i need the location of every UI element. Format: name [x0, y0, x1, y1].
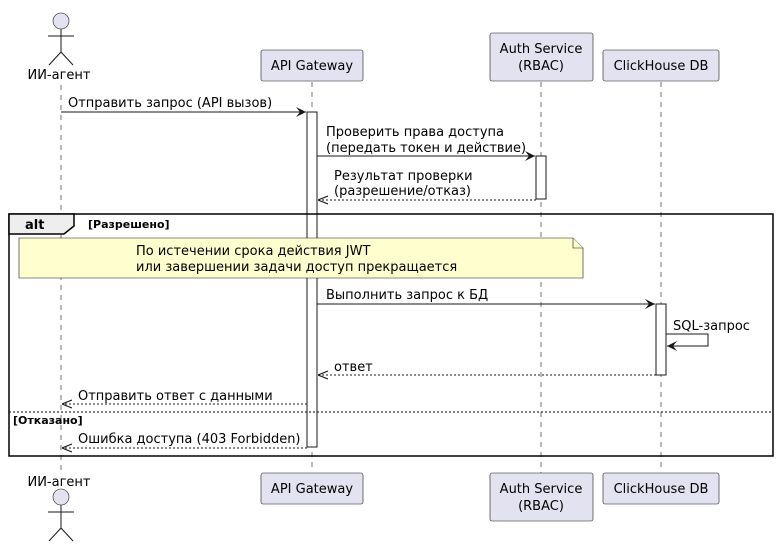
participant-auth-line2-bottom: (RBAC)	[518, 499, 564, 514]
message-send-request-label: Отправить запрос (API вызов)	[68, 96, 272, 111]
message-send-data-label: Отправить ответ с данными	[78, 389, 273, 404]
message-sql-label: SQL-запрос	[673, 319, 750, 334]
participant-gateway-label: API Gateway	[271, 59, 353, 74]
alt-frame: alt [Разрешено] [Отказано]	[8, 213, 774, 457]
message-response-label: ответ	[334, 360, 373, 375]
activation-db	[655, 303, 667, 376]
activation-auth	[535, 155, 547, 200]
participant-db-label: ClickHouse DB	[614, 59, 709, 74]
message-check-result-line1: Результат проверки	[334, 169, 473, 184]
message-check-rights-line2: (передать токен и действие)	[326, 141, 526, 156]
participant-gateway-label-bottom: API Gateway	[271, 482, 353, 497]
actor-agent-label: ИИ-агент	[27, 68, 90, 83]
participant-db-top: ClickHouse DB	[602, 49, 720, 82]
message-run-query-label: Выполнить запрос к БД	[326, 288, 488, 303]
note-jwt: По истечении срока действия JWT или заве…	[18, 237, 584, 279]
actor-agent-label-bottom: ИИ-агент	[27, 475, 90, 490]
note-line2: или завершении задачи доступ прекращаетс…	[136, 260, 457, 275]
actor-head-icon	[52, 12, 70, 30]
message-check-rights-line1: Проверить права доступа	[326, 125, 504, 140]
participant-auth-line2: (RBAC)	[518, 59, 564, 74]
participant-auth-bottom: Auth Service (RBAC)	[489, 472, 594, 522]
alt-guard-denied: [Отказано]	[13, 414, 83, 427]
actor-agent-top: ИИ-агент	[27, 12, 91, 83]
activation-gateway	[306, 111, 318, 448]
participant-db-label-bottom: ClickHouse DB	[614, 482, 709, 497]
alt-guard-allowed: [Разрешено]	[88, 218, 170, 231]
message-sql-arrow	[666, 333, 709, 351]
participant-auth-line1-bottom: Auth Service	[500, 482, 583, 497]
note-line1: По истечении срока действия JWT	[136, 244, 370, 259]
actor-agent-bottom: ИИ-агент	[27, 475, 91, 542]
participant-gateway-top: API Gateway	[260, 49, 364, 82]
participant-auth-top: Auth Service (RBAC)	[489, 32, 594, 82]
alt-keyword: alt	[25, 218, 44, 233]
participant-db-bottom: ClickHouse DB	[602, 472, 720, 505]
message-check-result-line2: (разрешение/отказ)	[334, 184, 471, 199]
participant-auth-line1: Auth Service	[500, 42, 583, 57]
participant-gateway-bottom: API Gateway	[260, 472, 364, 505]
message-error-label: Ошибка доступа (403 Forbidden)	[78, 432, 301, 447]
actor-head-icon	[52, 488, 70, 506]
